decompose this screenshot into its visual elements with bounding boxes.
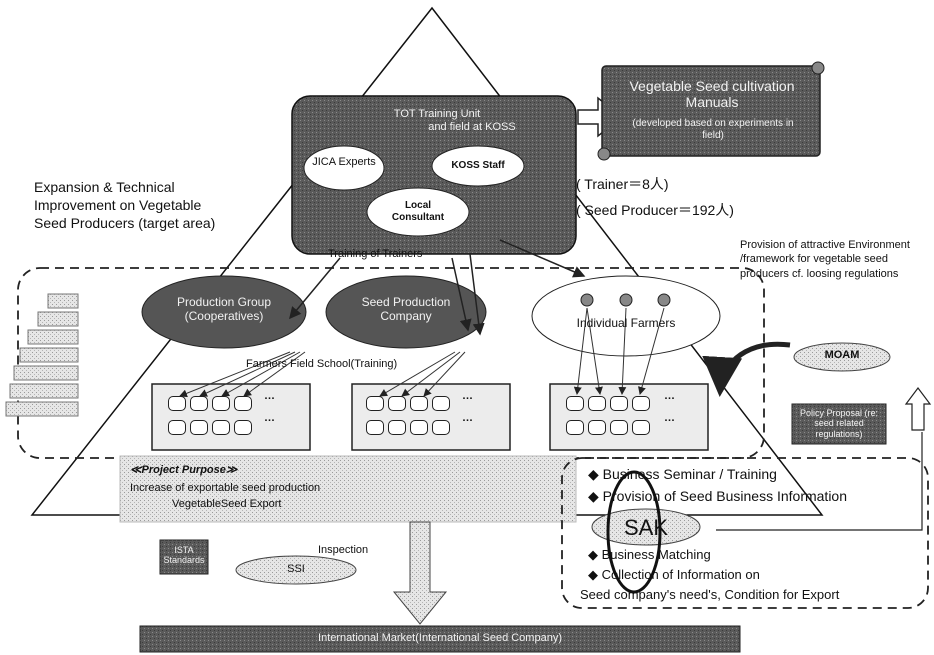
producer-dot xyxy=(610,420,628,435)
producer-dot xyxy=(234,396,252,411)
producer-dot xyxy=(632,420,650,435)
producer-dot xyxy=(212,396,230,411)
export-down-arrow xyxy=(394,522,446,624)
producer-dot xyxy=(432,420,450,435)
individual-farmers-label: Individual Farmers xyxy=(560,317,692,331)
producer-dot xyxy=(432,396,450,411)
producer-dot xyxy=(168,396,186,411)
provision-text: Provision of attractive Environment /fra… xyxy=(740,238,930,281)
producer-dot xyxy=(566,420,584,435)
production-group-label: Production Group (Cooperatives) xyxy=(164,296,284,324)
purpose-line2: VegetableSeed Export xyxy=(172,498,281,511)
tot-title-2: and field at KOSS xyxy=(392,121,552,134)
producer-dot xyxy=(168,420,186,435)
producer-dot xyxy=(588,396,606,411)
producer-dot xyxy=(410,396,428,411)
sak-item-4-text: Collection of Information on xyxy=(602,567,760,582)
moam-label: MOAM xyxy=(808,349,876,362)
seed-company-label: Seed Production Company xyxy=(350,296,462,324)
tot-title-1: TOT Training Unit xyxy=(322,108,552,121)
manuals-title: Vegetable Seed cultivation Manuals xyxy=(612,78,812,110)
producer-dot xyxy=(388,420,406,435)
more-ellipsis: … xyxy=(264,390,276,402)
training-of-trainers-label: Training of Trainers xyxy=(328,248,422,261)
market-label: International Market(International Seed … xyxy=(150,632,730,645)
sak-item-4: ◆ Collection of Information on xyxy=(588,568,760,583)
more-ellipsis: … xyxy=(462,390,474,402)
left-heading: Expansion & Technical Improvement on Veg… xyxy=(34,178,234,233)
producer-dot xyxy=(190,420,208,435)
staircase-icon xyxy=(6,294,78,416)
sak-item-3-text: Business Matching xyxy=(602,547,711,562)
inspection-label: Inspection xyxy=(318,544,368,557)
producer-dot xyxy=(366,396,384,411)
more-ellipsis: … xyxy=(264,412,276,424)
policy-label: Policy Proposal (re: seed related regula… xyxy=(796,408,882,439)
sak-item-2: ◆ Provision of Seed Business Information xyxy=(588,488,847,504)
more-ellipsis: … xyxy=(664,390,676,402)
ffs-label: Farmers Field School(Training) xyxy=(246,358,397,371)
local-consultant-label: Local Consultant xyxy=(378,200,458,223)
sak-item-3: ◆ Business Matching xyxy=(588,548,711,563)
producer-dot xyxy=(366,420,384,435)
purpose-title: ≪Project Purpose≫ xyxy=(130,464,237,477)
sak-item-5: Seed company's need's, Condition for Exp… xyxy=(580,588,839,603)
ssi-label: SSI xyxy=(266,563,326,576)
producer-dot xyxy=(212,420,230,435)
producer-dot xyxy=(410,420,428,435)
trainer-count: ( Trainer＝8人) xyxy=(576,176,669,192)
producer-box-1 xyxy=(152,384,310,450)
producer-dot xyxy=(632,396,650,411)
manuals-subtitle: (developed based on experiments in field… xyxy=(628,118,798,141)
curved-arrow xyxy=(720,344,790,392)
producer-dot xyxy=(190,396,208,411)
producer-dot xyxy=(588,420,606,435)
koss-label: KOSS Staff xyxy=(434,160,522,172)
purpose-line1: Increase of exportable seed production xyxy=(130,482,320,495)
producer-dot xyxy=(388,396,406,411)
sak-label: SAK xyxy=(606,515,686,540)
producer-box-2 xyxy=(352,384,510,450)
more-ellipsis: … xyxy=(664,412,676,424)
jica-label: JICA Experts xyxy=(310,156,378,169)
producer-box-3 xyxy=(550,384,708,450)
sak-item-2-text: Provision of Seed Business Information xyxy=(603,488,847,504)
sak-item-1: ◆ Business Seminar / Training xyxy=(588,466,777,482)
seed-producer-count: ( Seed Producer＝192人) xyxy=(576,202,734,218)
policy-up-arrow xyxy=(906,388,930,430)
sak-item-1-text: Business Seminar / Training xyxy=(603,466,777,482)
ista-label: ISTA Standards xyxy=(162,545,206,566)
producer-dot xyxy=(610,396,628,411)
producer-dot xyxy=(234,420,252,435)
more-ellipsis: … xyxy=(462,412,474,424)
producer-dot xyxy=(566,396,584,411)
